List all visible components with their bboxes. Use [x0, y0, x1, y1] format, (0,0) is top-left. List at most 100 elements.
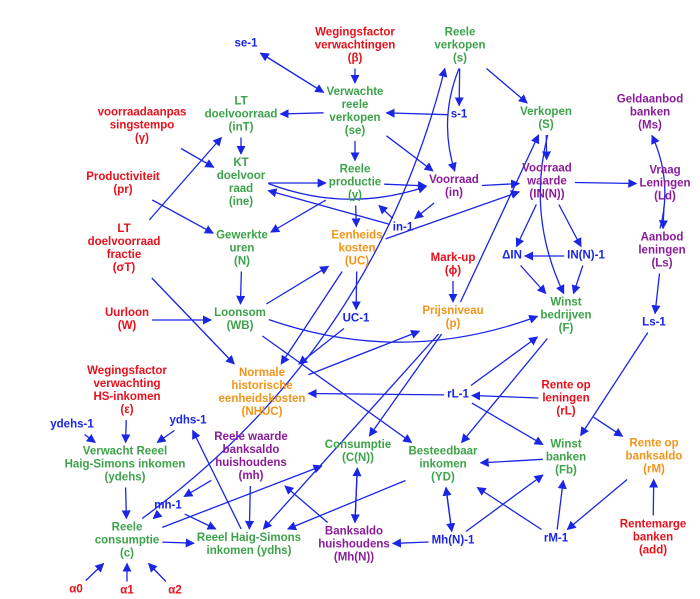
node-label-line: Voorraad: [429, 174, 479, 186]
node-symbol: (Fb): [555, 464, 577, 477]
node-label-line: waarde: [527, 175, 567, 188]
node-label-line: fractie: [106, 249, 142, 261]
node-label-line: Geldaanbod: [616, 93, 684, 106]
node-label-line: KT: [233, 157, 249, 169]
node-label-line: s-1: [450, 108, 468, 121]
node-symbol: (YD): [431, 471, 455, 484]
edge-Ls-to-Ls1: [651, 273, 661, 315]
node-label-line: consumptie: [94, 534, 160, 547]
node-symbol: (N): [234, 255, 250, 268]
node-label-line: UC-1: [342, 312, 370, 325]
node-label-line: voorraadaanpas: [97, 106, 187, 119]
edge-INN-to-Ld: [574, 178, 638, 188]
node-label-line: uren: [229, 242, 255, 255]
node-label-line: leningen: [542, 392, 590, 405]
node-label-line: α2: [168, 584, 182, 597]
node-label-line: Rentemarge: [619, 518, 687, 531]
node-W: Uurloon(W): [105, 307, 149, 333]
node-pr: Productiviteit(pr): [86, 171, 159, 197]
edge-c-to-ydhs: [162, 538, 195, 548]
edge-rL-to-rL1: [470, 391, 539, 401]
node-label-line: productie: [328, 176, 382, 189]
node-label-line: α0: [69, 583, 83, 596]
node-label-line: ΔIN: [502, 249, 522, 262]
edge-ine-to-in: [268, 182, 428, 200]
node-in: Voorraad(in): [429, 174, 479, 200]
node-se1: se-1: [234, 38, 257, 51]
edge-N-to-WB: [236, 271, 246, 305]
node-symbol: (y): [347, 189, 363, 202]
node-label-line: banksaldo: [625, 450, 683, 463]
node-symbol: (add): [638, 544, 668, 557]
node-label-line: inkomen: [419, 458, 467, 471]
node-symbol: (inT): [228, 121, 254, 134]
node-label-line: mh-1: [154, 499, 182, 512]
node-symbol: (γ): [134, 132, 150, 145]
node-label-line: ydehs-1: [50, 418, 94, 431]
node-label-line: Uurloon: [104, 307, 150, 319]
node-label-line: Aanbod: [640, 231, 684, 244]
node-label-line: se-1: [234, 37, 258, 50]
node-label-line: Rente op: [629, 437, 679, 450]
node-label-line: Reele: [111, 521, 143, 534]
node-label-line: Mh(N)-1: [431, 534, 475, 547]
edge-Ls-to-Ms: [651, 134, 666, 229]
node-ydhs1: ydhs-1: [169, 415, 206, 428]
node-label-line: LT: [234, 95, 248, 108]
edge-Fb-to-YD: [479, 457, 543, 467]
node-a1: α1: [120, 585, 133, 598]
node-symbol: (ydehs): [104, 471, 146, 484]
edge-rL1-to-NHUC: [307, 389, 445, 399]
edge-Ls1-to-Fb: [580, 332, 649, 437]
node-label-line: doelvoorraad: [204, 108, 278, 121]
node-label-line: banken: [632, 531, 674, 544]
edge-s-to-S: [486, 68, 528, 104]
node-label-line: bedrijven: [540, 309, 592, 322]
edge-MhN1-to-YD: [442, 486, 453, 532]
edge-WB-to-UC: [266, 265, 330, 305]
node-label-line: HS-inkomen: [93, 391, 161, 403]
node-label-line: Productiviteit: [86, 171, 160, 183]
edge-y-to-N: [270, 199, 327, 233]
node-S: Verkopen(S): [520, 106, 572, 132]
edge-YD-to-ydhs: [286, 479, 406, 531]
edge-c-to-C: [162, 464, 323, 529]
node-label-line: Normale: [238, 367, 286, 379]
node-label-line: rL-1: [447, 388, 469, 401]
edge-WB-to-F: [268, 314, 539, 343]
node-label-line: ydhs-1: [169, 414, 207, 427]
edge-sigmaT-to-inT: [148, 136, 222, 221]
edge-ydhs1-to-ydehs: [156, 429, 175, 444]
edge-ydehs1-to-ydehs: [84, 433, 96, 444]
node-dIN: ΔIN: [502, 250, 522, 263]
edge-p-to-ydhs: [262, 333, 440, 530]
node-label-line: eenheidskosten: [218, 393, 306, 405]
edge-ydhs-to-ydhs1: [192, 429, 242, 530]
node-label-line: verwachtingen: [314, 39, 396, 52]
edge-Mh-to-mh: [284, 485, 329, 523]
node-symbol: (IN(N)): [529, 188, 565, 201]
edge-se-to-in: [386, 135, 434, 172]
node-label-line: Verwacht Reeel: [82, 445, 168, 458]
node-label-line: LT: [117, 223, 131, 235]
edge-pr-to-N: [151, 199, 214, 234]
node-symbol: (UC): [344, 255, 370, 268]
node-symbol: (Mh(N)): [333, 551, 375, 564]
node-label-line: rM-1: [543, 532, 569, 545]
node-label-line: in-1: [392, 221, 414, 234]
edge-in1-to-y: [378, 204, 394, 219]
node-Ls1: Ls-1: [642, 317, 666, 330]
node-phi: Mark-up(ϕ): [431, 252, 476, 278]
edge-rL1-to-Fb: [471, 402, 544, 446]
edge-UC-to-UC1: [351, 271, 361, 311]
node-label-line: Verwachte: [326, 86, 384, 98]
edge-rM1-to-Fb: [556, 479, 567, 530]
edge-rM-to-rM1: [566, 479, 628, 531]
